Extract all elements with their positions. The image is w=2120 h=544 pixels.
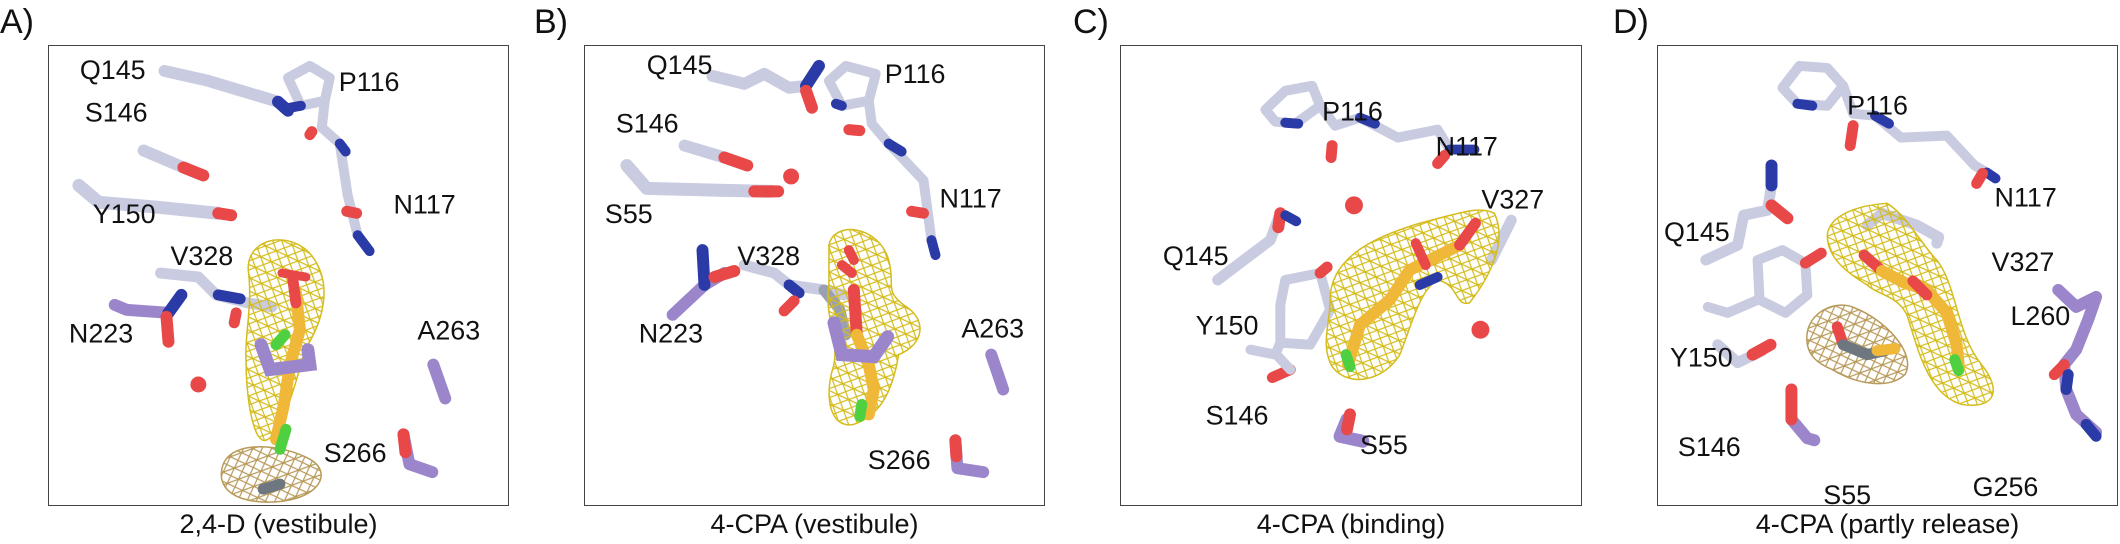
label-v328: V328 bbox=[737, 241, 800, 271]
label-v327: V327 bbox=[1992, 247, 2055, 277]
panel-b-molecule-render: Q145 S146 S55 P116 N117 V328 N223 A263 S… bbox=[605, 50, 1024, 479]
label-q145: Q145 bbox=[80, 55, 146, 85]
panel-a-molecule-render: Q145 S146 Y150 P116 N117 V328 N223 A263 … bbox=[69, 55, 480, 503]
label-p116: P116 bbox=[885, 59, 946, 89]
label-g256: G256 bbox=[1973, 472, 2039, 502]
panel-c-structure: P116 N117 V327 Q145 Y150 S146 S55 bbox=[1120, 45, 1582, 506]
panel-d-letter: D) bbox=[1613, 3, 1649, 41]
panel-d-caption: 4-CPA (partly release) bbox=[1755, 509, 2020, 539]
label-p116: P116 bbox=[339, 67, 400, 97]
panel-a-structure: Q145 S146 Y150 P116 N117 V328 N223 A263 … bbox=[48, 45, 509, 506]
label-a263: A263 bbox=[961, 314, 1024, 344]
label-s146: S146 bbox=[1678, 432, 1741, 462]
label-s55: S55 bbox=[1360, 430, 1408, 460]
label-y150: Y150 bbox=[1670, 343, 1733, 373]
panel-c-molecule-render: P116 N117 V327 Q145 Y150 S146 S55 bbox=[1163, 80, 1544, 460]
panel-b-structure: Q145 S146 S55 P116 N117 V328 N223 A263 S… bbox=[584, 45, 1045, 506]
panel-b-caption: 4-CPA (vestibule) bbox=[710, 509, 919, 539]
label-q145: Q145 bbox=[1664, 217, 1730, 247]
panel-d-molecule-render: P116 N117 Q145 V327 L260 Y150 S146 G256 … bbox=[1664, 60, 2103, 510]
panel-c-letter: C) bbox=[1073, 3, 1109, 41]
label-p116: P116 bbox=[1322, 97, 1383, 127]
label-y150: Y150 bbox=[93, 199, 156, 229]
label-n117: N117 bbox=[939, 183, 1001, 213]
label-s55: S55 bbox=[605, 199, 653, 229]
label-p116: P116 bbox=[1847, 91, 1908, 121]
label-s266: S266 bbox=[324, 438, 387, 468]
label-y150: Y150 bbox=[1196, 311, 1259, 341]
label-l260: L260 bbox=[2010, 301, 2070, 331]
panel-d-structure: P116 N117 Q145 V327 L260 Y150 S146 G256 … bbox=[1657, 45, 2118, 510]
panel-c-caption: 4-CPA (binding) bbox=[1256, 509, 1446, 539]
label-n117: N117 bbox=[1995, 182, 2057, 212]
label-s146: S146 bbox=[1206, 400, 1269, 430]
panel-a-caption: 2,4-D (vestibule) bbox=[179, 509, 378, 539]
label-s55: S55 bbox=[1823, 480, 1871, 510]
label-a263: A263 bbox=[417, 316, 480, 346]
label-v327: V327 bbox=[1481, 184, 1544, 214]
label-n223: N223 bbox=[69, 319, 133, 349]
label-q145: Q145 bbox=[1163, 241, 1229, 271]
panel-b-letter: B) bbox=[534, 3, 568, 41]
label-q145: Q145 bbox=[647, 50, 713, 80]
label-s266: S266 bbox=[868, 445, 931, 475]
label-v328: V328 bbox=[170, 241, 233, 271]
label-n117: N117 bbox=[393, 189, 455, 219]
label-n223: N223 bbox=[639, 319, 703, 349]
label-s146: S146 bbox=[85, 98, 148, 128]
panel-a-letter: A) bbox=[0, 3, 34, 41]
label-n117: N117 bbox=[1436, 132, 1498, 162]
label-s146: S146 bbox=[616, 109, 679, 139]
